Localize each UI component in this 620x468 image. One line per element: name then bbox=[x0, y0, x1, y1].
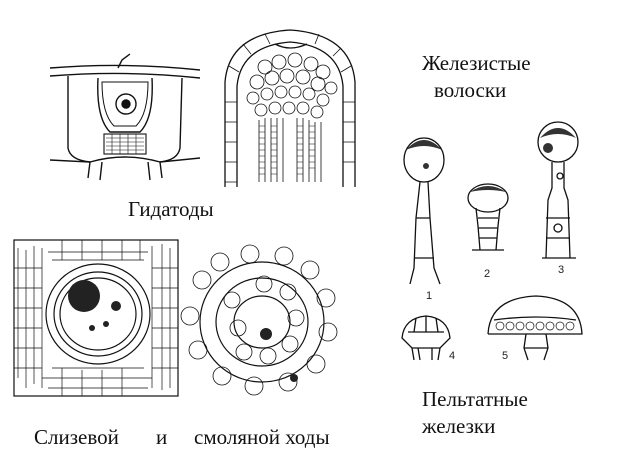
glandular-hair-drawing bbox=[403, 121, 579, 285]
figure-number-3: 3 bbox=[558, 264, 565, 276]
caption-peltate-glands-line2: железки bbox=[422, 414, 496, 438]
caption-peltate-glands: Пельтатные железки bbox=[422, 386, 528, 440]
caption-resin-duct: смоляной ходы bbox=[194, 425, 330, 449]
caption-mucilage-duct: Слизевой bbox=[34, 425, 119, 449]
caption-glandular-hairs-line1: Железистые bbox=[422, 51, 531, 75]
figure-number-2: 2 bbox=[484, 268, 491, 280]
caption-and: и bbox=[156, 425, 168, 449]
resin-duct-drawing bbox=[180, 244, 338, 396]
leaf-tip-hydathode-drawing bbox=[224, 29, 356, 187]
figure-number-5: 5 bbox=[502, 350, 509, 362]
hydathode-section-drawing bbox=[49, 53, 201, 181]
peltate-gland-drawing bbox=[401, 295, 583, 361]
caption-glandular-hairs-line2: волоски bbox=[434, 78, 507, 102]
caption-peltate-glands-line1: Пельтатные bbox=[422, 387, 528, 411]
figure-number-1: 1 bbox=[426, 290, 433, 302]
caption-glandular-hairs: Железистые волоски bbox=[422, 50, 531, 104]
figure-number-4: 4 bbox=[449, 350, 456, 362]
mucilage-duct-drawing bbox=[13, 239, 179, 397]
caption-hydathodes: Гидатоды bbox=[128, 197, 214, 221]
